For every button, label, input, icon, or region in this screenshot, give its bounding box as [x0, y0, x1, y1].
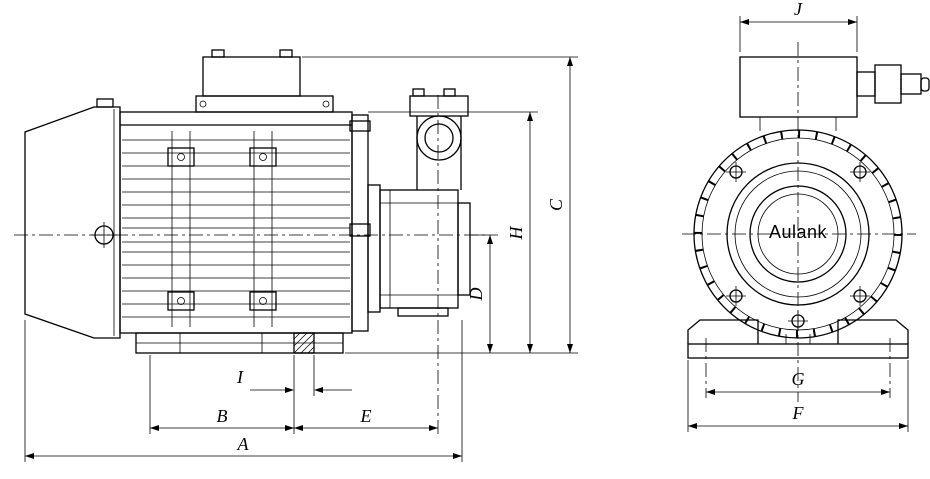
mounting-feet-front	[687, 319, 909, 398]
flange-bolt-hole	[788, 311, 808, 331]
dim-label-g: G	[792, 369, 805, 389]
drive-end-flange	[349, 114, 371, 332]
inlet-port	[409, 88, 469, 190]
pump-support-foot	[293, 332, 315, 354]
side-view	[14, 49, 486, 354]
motor-feet-side	[135, 332, 344, 354]
dimension-J: J	[739, 0, 858, 52]
motor-cooling-fins	[122, 139, 350, 318]
flange-bolt-hole	[726, 286, 746, 306]
dimension-D: D	[466, 234, 498, 353]
bearing-hub	[91, 222, 117, 248]
dimension-I: I	[236, 355, 352, 396]
terminal-box-screw	[211, 49, 225, 58]
dim-label-c: C	[546, 198, 566, 211]
fan-cover	[24, 98, 121, 339]
front-view: Aulank	[682, 42, 930, 402]
dim-label-f: F	[792, 403, 805, 423]
dimension-E: E	[294, 95, 439, 434]
dim-label-b: B	[217, 406, 228, 426]
dimension-C: C	[302, 56, 578, 353]
dim-label-a: A	[237, 434, 250, 454]
flange-bolt	[412, 88, 425, 97]
fan-cover-bolt	[96, 98, 114, 108]
dimension-F: F	[687, 360, 909, 432]
pump-casing-side	[367, 184, 471, 317]
flange-bolt	[443, 88, 456, 97]
dim-label-i: I	[236, 367, 244, 387]
terminal-box-front	[739, 56, 858, 131]
terminal-box-screw	[279, 49, 293, 58]
dimension-A: A	[24, 320, 463, 462]
dim-label-h: H	[506, 226, 526, 241]
dim-label-e: E	[360, 406, 372, 426]
flange-bolt-hole	[850, 286, 870, 306]
dimension-G: G	[706, 369, 890, 395]
cable-gland	[856, 64, 930, 104]
dim-label-j: J	[794, 0, 803, 19]
cooling-rib-ticks	[694, 130, 902, 338]
tie-rods	[167, 131, 277, 327]
dim-label-d: D	[466, 288, 486, 302]
dimension-B: B	[149, 355, 295, 434]
motor-body	[119, 111, 353, 334]
terminal-box-side	[195, 49, 334, 113]
brand-logo-text: Aulank	[769, 222, 828, 242]
flange-bolt-hole	[850, 162, 870, 182]
port-opening	[416, 115, 462, 161]
dimension-H: H	[368, 111, 538, 353]
flange-bolt-hole	[726, 162, 746, 182]
